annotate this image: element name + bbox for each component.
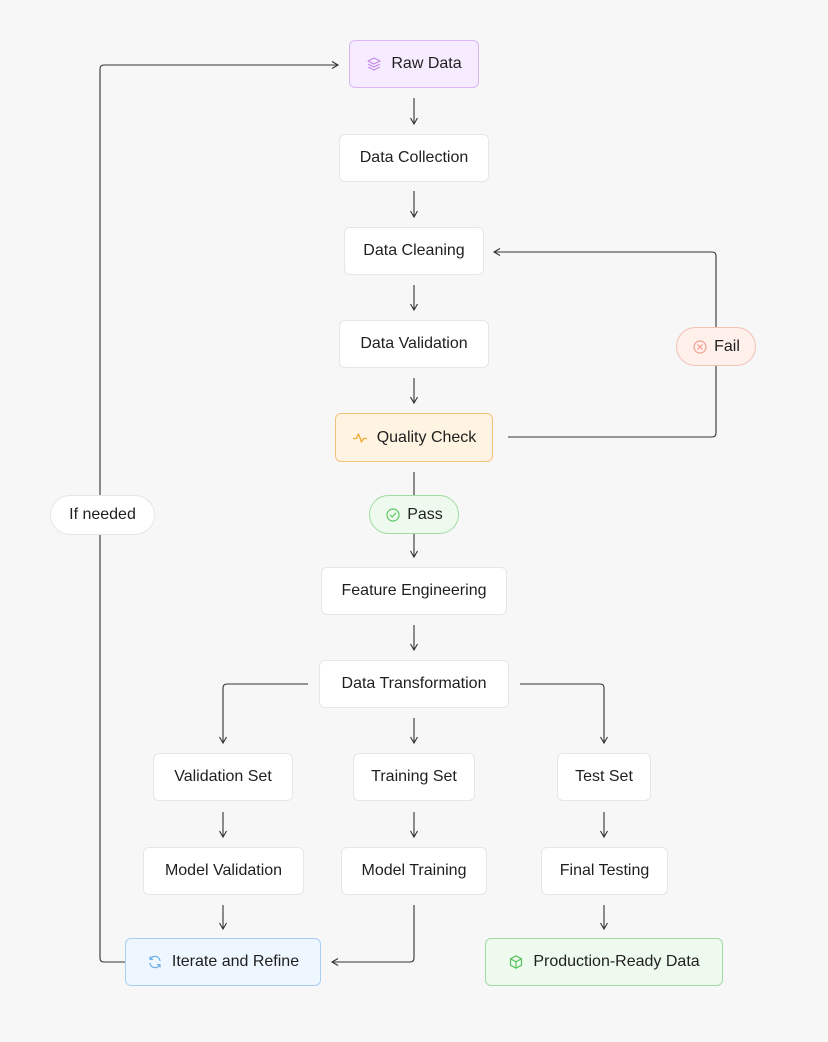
edge-label-if-needed: If needed bbox=[50, 495, 155, 535]
edge-label-text: Pass bbox=[407, 505, 443, 523]
node-data-cleaning[interactable]: Data Cleaning bbox=[344, 227, 484, 275]
edge-model-training-to-iterate bbox=[330, 905, 415, 966]
edge-label-text: If needed bbox=[69, 506, 136, 523]
activity-icon bbox=[352, 430, 368, 446]
node-label: Validation Set bbox=[174, 768, 272, 785]
node-label: Quality Check bbox=[376, 428, 477, 446]
node-label: Raw Data bbox=[391, 55, 462, 72]
node-label: Model Training bbox=[361, 862, 467, 879]
node-model-validation[interactable]: Model Validation bbox=[143, 847, 304, 895]
node-label: Feature Engineering bbox=[341, 582, 487, 599]
node-label: Data Cleaning bbox=[363, 242, 465, 259]
node-feature-engineering[interactable]: Feature Engineering bbox=[321, 567, 507, 615]
edge-label-fail: Fail bbox=[676, 327, 756, 366]
node-iterate-refine[interactable]: Iterate and Refine bbox=[125, 938, 321, 986]
node-label: Data Transformation bbox=[341, 675, 487, 692]
edge-label-pass: Pass bbox=[369, 495, 459, 534]
node-label: Iterate and Refine bbox=[171, 953, 300, 970]
node-model-training[interactable]: Model Training bbox=[341, 847, 487, 895]
refresh-icon bbox=[147, 954, 163, 970]
edge-label-text: Fail bbox=[714, 337, 740, 355]
node-quality-check[interactable]: Quality Check bbox=[335, 413, 493, 462]
box-icon bbox=[508, 954, 524, 970]
node-label: Final Testing bbox=[559, 862, 650, 879]
edge-transformation-to-validation-set bbox=[219, 683, 308, 745]
layers-icon bbox=[366, 56, 382, 72]
node-label: Test Set bbox=[575, 768, 633, 785]
node-training-set[interactable]: Training Set bbox=[353, 753, 475, 801]
node-test-set[interactable]: Test Set bbox=[557, 753, 651, 801]
node-label: Production-Ready Data bbox=[533, 953, 700, 970]
node-final-testing[interactable]: Final Testing bbox=[541, 847, 668, 895]
node-data-validation[interactable]: Data Validation bbox=[339, 320, 489, 368]
node-label: Training Set bbox=[371, 768, 457, 785]
node-label: Data Collection bbox=[359, 149, 469, 166]
node-production-ready-data[interactable]: Production-Ready Data bbox=[485, 938, 723, 986]
node-validation-set[interactable]: Validation Set bbox=[153, 753, 293, 801]
node-label: Model Validation bbox=[164, 862, 283, 879]
check-circle-icon bbox=[385, 507, 401, 523]
node-label: Data Validation bbox=[360, 335, 468, 352]
x-circle-icon bbox=[692, 339, 708, 355]
edge-transformation-to-test-set bbox=[520, 683, 608, 745]
node-data-transformation[interactable]: Data Transformation bbox=[319, 660, 509, 708]
node-raw-data[interactable]: Raw Data bbox=[349, 40, 479, 88]
node-data-collection[interactable]: Data Collection bbox=[339, 134, 489, 182]
